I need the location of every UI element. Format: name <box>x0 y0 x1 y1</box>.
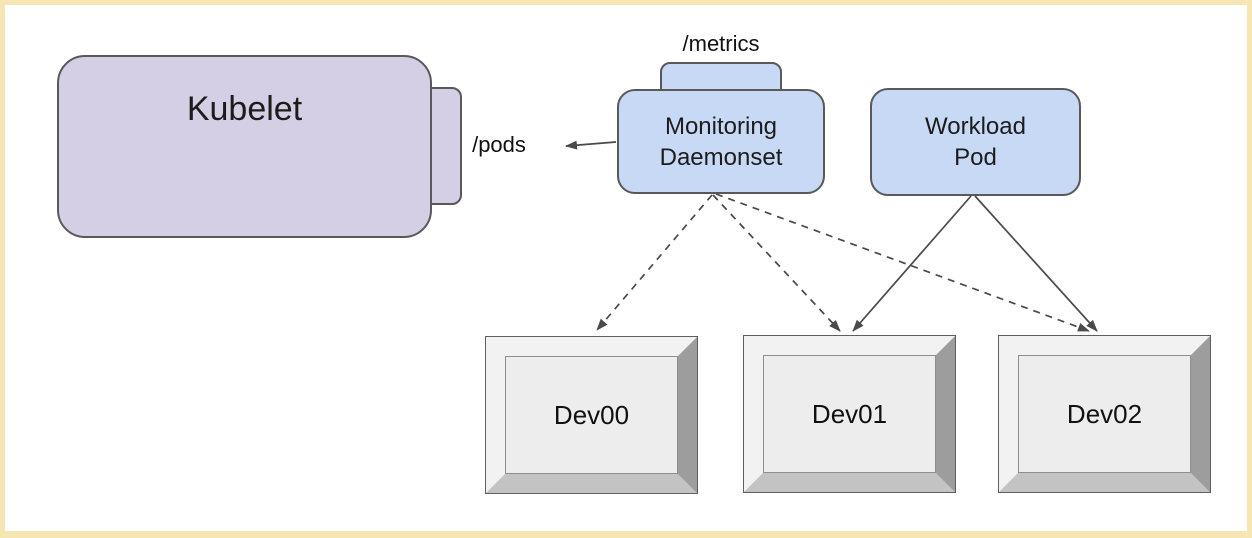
edge-monitoring-to-dev01 <box>712 194 841 332</box>
edge-monitoring-to-dev00 <box>596 194 713 331</box>
workload-label-line1: Workload <box>925 113 1026 140</box>
edge-monitoring-to-dev02 <box>715 193 1090 332</box>
workload-pod-node: Workload Pod <box>870 88 1081 196</box>
device-node-dev00: Dev00 <box>485 336 698 494</box>
dev02-label: Dev02 <box>1066 398 1143 429</box>
monitoring-label-line2: Daemonset <box>659 143 783 171</box>
kubelet-label: Kubelet <box>186 90 303 128</box>
metrics-endpoint-label: /metrics <box>682 31 760 56</box>
edge-monitoring-to-kubelet-pods <box>565 140 617 150</box>
monitoring-daemonset-node: Monitoring Daemonset <box>617 89 825 194</box>
pods-endpoint-label: /pods <box>472 132 526 157</box>
edge-workload-to-dev02 <box>974 195 1098 332</box>
dev00-label: Dev00 <box>553 399 630 430</box>
monitoring-label-line1: Monitoring <box>664 112 778 140</box>
device-node-dev02: Dev02 <box>998 335 1211 493</box>
kubelet-node: Kubelet <box>57 55 432 238</box>
workload-label-line2: Pod <box>954 144 997 171</box>
device-node-dev01: Dev01 <box>743 335 956 493</box>
edge-workload-to-dev01 <box>852 195 972 332</box>
dev01-label: Dev01 <box>811 398 888 429</box>
